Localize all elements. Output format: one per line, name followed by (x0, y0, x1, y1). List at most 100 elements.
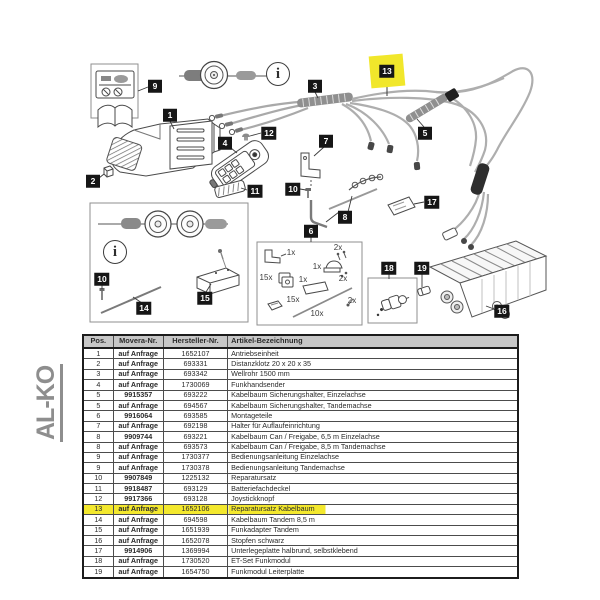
cell-movera: auf Anfrage (112, 535, 164, 547)
cell-pos: 15 (82, 524, 114, 537)
cell-pos: 11 (82, 483, 114, 495)
manual-drawing (95, 70, 135, 129)
cell-hersteller: 1651939 (162, 524, 229, 537)
cell-pos: 6 (82, 410, 114, 422)
part-label-13: 13 (379, 64, 395, 78)
header-movera-nr: Movera-Nr. (112, 334, 164, 349)
cell-movera: 9907849 (112, 472, 164, 485)
cell-movera: auf Anfrage (112, 462, 164, 474)
cell-hersteller: 1225132 (162, 472, 229, 485)
cell-pos: 19 (82, 566, 114, 579)
cell-movera: 9917366 (112, 493, 164, 505)
roller-inset-drawing (98, 210, 240, 314)
cell-movera: auf Anfrage (112, 503, 164, 516)
pad-drawing (387, 196, 416, 216)
cell-pos: 10 (82, 472, 114, 485)
cell-artikel: Stopfen schwarz (227, 535, 519, 547)
header-hersteller-nr: Hersteller-Nr. (162, 334, 229, 349)
cell-pos: 18 (82, 555, 114, 568)
funkmodul-connector-drawing (376, 285, 431, 317)
alko-logo: AL-KO (32, 363, 63, 442)
cell-movera: auf Anfrage (112, 347, 164, 360)
cell-artikel: Kabelbaum Can / Freigabe, 6,5 m Einzelac… (227, 431, 519, 443)
cell-hersteller: 693573 (162, 441, 229, 453)
diagram-artwork (89, 60, 548, 326)
parts-table: Pos. Movera-Nr. Hersteller-Nr. Artikel-B… (82, 334, 519, 579)
part-label-18: 18 (381, 261, 397, 275)
quantity-label: 2x (333, 243, 343, 252)
cell-movera: auf Anfrage (112, 451, 164, 464)
cell-pos: 8 (82, 441, 114, 453)
cell-pos: 9 (82, 462, 114, 474)
cell-hersteller: 1730378 (162, 462, 229, 474)
cell-pos: 14 (82, 514, 114, 526)
cell-hersteller: 694598 (162, 514, 229, 526)
part-label-4: 4 (218, 136, 232, 150)
part-label-1: 1 (163, 108, 177, 122)
cell-hersteller: 1369994 (162, 545, 229, 557)
cell-movera: 9914906 (112, 545, 164, 557)
cell-hersteller: 1730377 (162, 451, 229, 464)
cell-pos: 17 (82, 545, 114, 557)
part-label-7: 7 (319, 134, 333, 148)
cell-movera: auf Anfrage (112, 566, 164, 579)
quantity-label: 15x (286, 295, 300, 304)
cell-movera: auf Anfrage (112, 555, 164, 568)
cell-artikel: Antriebseinheit (227, 347, 519, 360)
cell-pos: 12 (82, 493, 114, 505)
cell-hersteller: 1654750 (162, 566, 229, 579)
cell-artikel: Distanzklotz 20 x 20 x 35 (227, 358, 519, 370)
remote-control-drawing (209, 140, 269, 190)
cell-artikel: Joystickknopf (227, 493, 519, 505)
drive-unit-drawing (106, 118, 221, 177)
cell-artikel: Funkhandsender (227, 379, 519, 391)
part-label-17: 17 (424, 195, 440, 209)
cell-movera: 9916064 (112, 410, 164, 422)
wellrohr-drawing (208, 92, 353, 136)
cell-hersteller: 693221 (162, 431, 229, 443)
cell-hersteller: 694567 (162, 399, 229, 412)
joystick-knob-drawing (242, 133, 250, 141)
cell-artikel: Funkadapter Tandem (227, 524, 519, 537)
part-label-11: 11 (247, 184, 263, 198)
cell-hersteller: 1730520 (162, 555, 229, 568)
cell-pos: 4 (82, 379, 114, 391)
cell-hersteller: 693129 (162, 483, 229, 495)
cell-hersteller: 693585 (162, 410, 229, 422)
part-label-12: 12 (261, 126, 277, 140)
leader-lines (98, 86, 495, 310)
part-label-8: 8 (338, 210, 352, 224)
roller-inset-frame (89, 202, 249, 323)
cell-hersteller: 1730069 (162, 379, 229, 391)
cell-hersteller: 1652107 (162, 347, 229, 360)
cell-hersteller: 693331 (162, 358, 229, 370)
cell-movera: 9918487 (112, 483, 164, 495)
cell-artikel: Halter für Auflaufeinrichtung (227, 420, 519, 433)
mounting-parts-box-frame (256, 241, 363, 326)
part-label-15: 15 (197, 291, 213, 305)
part-label-10: 10 (285, 182, 301, 196)
info-icon: i (103, 240, 127, 264)
cell-artikel: Funkmodul Leiterplatte (227, 566, 519, 579)
cell-pos: 5 (82, 389, 114, 401)
cell-movera: auf Anfrage (112, 524, 164, 537)
cell-artikel: Batteriefachdeckel (227, 483, 519, 495)
